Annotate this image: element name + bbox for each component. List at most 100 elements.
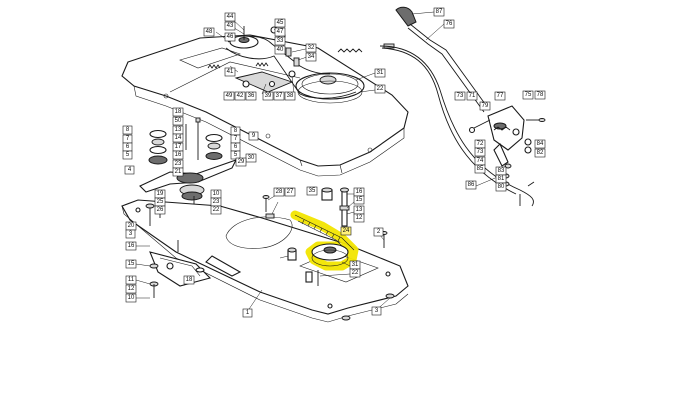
upper-tension-spring [207, 48, 363, 69]
callout-87: 87 [433, 7, 445, 17]
callout-13-b: 13 [353, 205, 365, 215]
callout-7-a: 7 [122, 134, 133, 144]
svg-text:11: 11 [128, 277, 135, 283]
callout-80: 80 [495, 182, 507, 192]
svg-text:34: 34 [308, 54, 315, 60]
callout-3-a: 3 [125, 229, 136, 239]
callout-31-lower: 31 [349, 260, 361, 270]
svg-text:19: 19 [157, 191, 164, 197]
callout-77: 77 [494, 91, 506, 101]
callout-15-a: 15 [125, 259, 137, 269]
svg-text:18: 18 [186, 277, 193, 283]
svg-text:45: 45 [277, 20, 284, 26]
callout-48: 48 [203, 27, 215, 37]
callout-labels: 44 43 48 46 45 47 33 40 32 34 41 31 22 4… [122, 7, 546, 318]
upper-drive-pulley [295, 72, 365, 104]
svg-text:38: 38 [287, 93, 294, 99]
callout-78: 78 [534, 90, 546, 100]
callout-17: 17 [172, 142, 184, 152]
svg-text:41: 41 [227, 69, 234, 75]
callout-84: 84 [534, 139, 546, 149]
callout-10-a: 10 [210, 189, 222, 199]
svg-text:15: 15 [128, 261, 135, 267]
callout-39: 39 [262, 91, 274, 101]
svg-text:3: 3 [375, 308, 379, 314]
callout-81: 81 [495, 174, 507, 184]
callout-49: 49 [223, 91, 235, 101]
svg-text:76: 76 [446, 21, 453, 27]
svg-text:7: 7 [126, 136, 130, 142]
svg-text:72: 72 [477, 141, 484, 147]
callout-18-b: 18 [183, 275, 195, 285]
callout-22-b: 22 [349, 268, 361, 278]
svg-text:22: 22 [213, 207, 220, 213]
svg-text:16: 16 [356, 189, 363, 195]
callout-16-b: 16 [125, 241, 137, 251]
callout-20: 20 [125, 221, 137, 231]
callout-26: 26 [154, 205, 166, 215]
svg-text:82: 82 [537, 150, 544, 156]
svg-text:3: 3 [129, 231, 133, 237]
callout-23-a: 23 [172, 159, 184, 169]
callout-27: 27 [284, 187, 296, 197]
callout-35: 35 [306, 186, 318, 196]
svg-text:75: 75 [525, 92, 532, 98]
callout-18-a: 18 [172, 107, 184, 117]
svg-text:6: 6 [234, 144, 238, 150]
svg-text:83: 83 [498, 168, 505, 174]
callout-76: 76 [443, 19, 455, 29]
callout-8-b: 8 [230, 126, 241, 136]
lower-left-bracket [149, 251, 242, 287]
svg-text:81: 81 [498, 176, 505, 182]
callout-25: 25 [154, 197, 166, 207]
callout-5-a: 5 [122, 150, 133, 160]
svg-text:47: 47 [277, 29, 284, 35]
svg-text:13: 13 [175, 127, 182, 133]
callout-22-upper: 22 [374, 84, 386, 94]
callout-73: 73 [454, 91, 466, 101]
svg-text:44: 44 [227, 14, 234, 20]
svg-text:10: 10 [128, 295, 135, 301]
svg-text:9: 9 [252, 133, 256, 139]
svg-text:8: 8 [234, 128, 238, 134]
callout-75: 75 [522, 90, 534, 100]
callout-46: 46 [224, 32, 236, 42]
upper-cover-plate [121, 34, 409, 177]
callout-4: 4 [124, 165, 135, 175]
callout-43: 43 [224, 21, 236, 31]
callout-13-a: 13 [172, 125, 184, 135]
svg-text:12: 12 [128, 286, 135, 292]
callout-72: 72 [474, 139, 486, 149]
callout-6-a: 6 [122, 142, 133, 152]
callout-12-b: 12 [353, 213, 365, 223]
svg-text:22: 22 [352, 270, 359, 276]
svg-text:84: 84 [537, 141, 544, 147]
svg-text:18: 18 [175, 109, 182, 115]
svg-text:12: 12 [356, 215, 363, 221]
left-spindle-assembly [148, 117, 223, 165]
callout-19: 19 [154, 189, 166, 199]
callout-37: 37 [273, 91, 285, 101]
svg-text:23: 23 [213, 199, 220, 205]
callout-50: 50 [172, 116, 184, 126]
svg-text:16: 16 [128, 243, 135, 249]
svg-text:31: 31 [352, 262, 359, 268]
svg-text:15: 15 [356, 197, 363, 203]
svg-text:23: 23 [175, 161, 182, 167]
callout-12-a: 12 [125, 284, 137, 294]
svg-text:35: 35 [309, 188, 316, 194]
callout-47: 47 [274, 27, 286, 37]
svg-text:28: 28 [276, 189, 283, 195]
svg-text:24: 24 [343, 228, 350, 234]
svg-text:25: 25 [157, 199, 164, 205]
callout-38: 38 [284, 91, 296, 101]
callout-82: 82 [534, 148, 546, 158]
callout-28: 28 [273, 187, 285, 197]
svg-text:48: 48 [206, 29, 213, 35]
svg-text:73: 73 [457, 93, 464, 99]
callout-15-b: 15 [353, 195, 365, 205]
callout-34: 34 [305, 52, 317, 62]
callout-1: 1 [242, 308, 253, 318]
